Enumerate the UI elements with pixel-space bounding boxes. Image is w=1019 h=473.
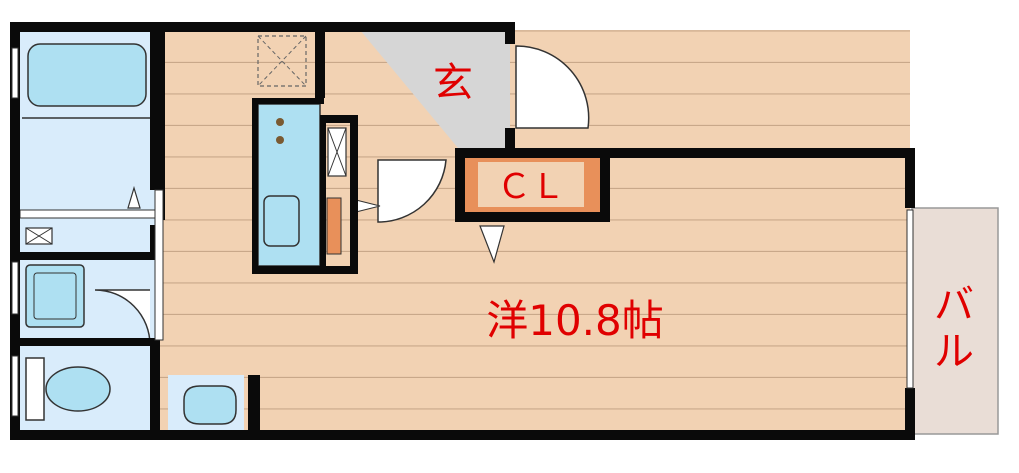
balcony-label-2: ル xyxy=(934,329,974,375)
entrance-door-swing xyxy=(515,45,590,129)
bathtub xyxy=(27,43,147,107)
aircon-outdoor xyxy=(183,385,237,425)
western-room-label: 洋10.8帖 xyxy=(486,296,664,345)
balcony-label-1: バ xyxy=(934,282,974,328)
bathroom-door-arrow xyxy=(127,185,141,209)
stove-burner-2 xyxy=(276,136,284,144)
closet-inner xyxy=(478,162,584,207)
stove-burner-1 xyxy=(276,118,284,126)
toilet-tank xyxy=(25,357,45,421)
washroom-door-swing xyxy=(94,289,151,346)
bathroom-door-panel xyxy=(19,209,156,219)
entrance-label: 玄 xyxy=(433,60,473,106)
shoe-cabinet xyxy=(326,197,342,255)
closet-label: ＣＬ xyxy=(497,167,565,207)
laundry-pan xyxy=(25,264,85,328)
walls xyxy=(10,22,915,440)
sliding-door-left xyxy=(154,189,164,341)
entrance-floor xyxy=(360,30,510,148)
ventilation-icon xyxy=(25,127,347,245)
windows xyxy=(11,47,914,417)
fridge-space xyxy=(257,35,307,87)
closet-door-arrow xyxy=(479,225,505,264)
room-door-swing xyxy=(377,159,447,223)
toilet-bowl xyxy=(45,366,111,412)
kitchen-sink xyxy=(263,195,300,247)
balcony-floor xyxy=(911,207,999,435)
